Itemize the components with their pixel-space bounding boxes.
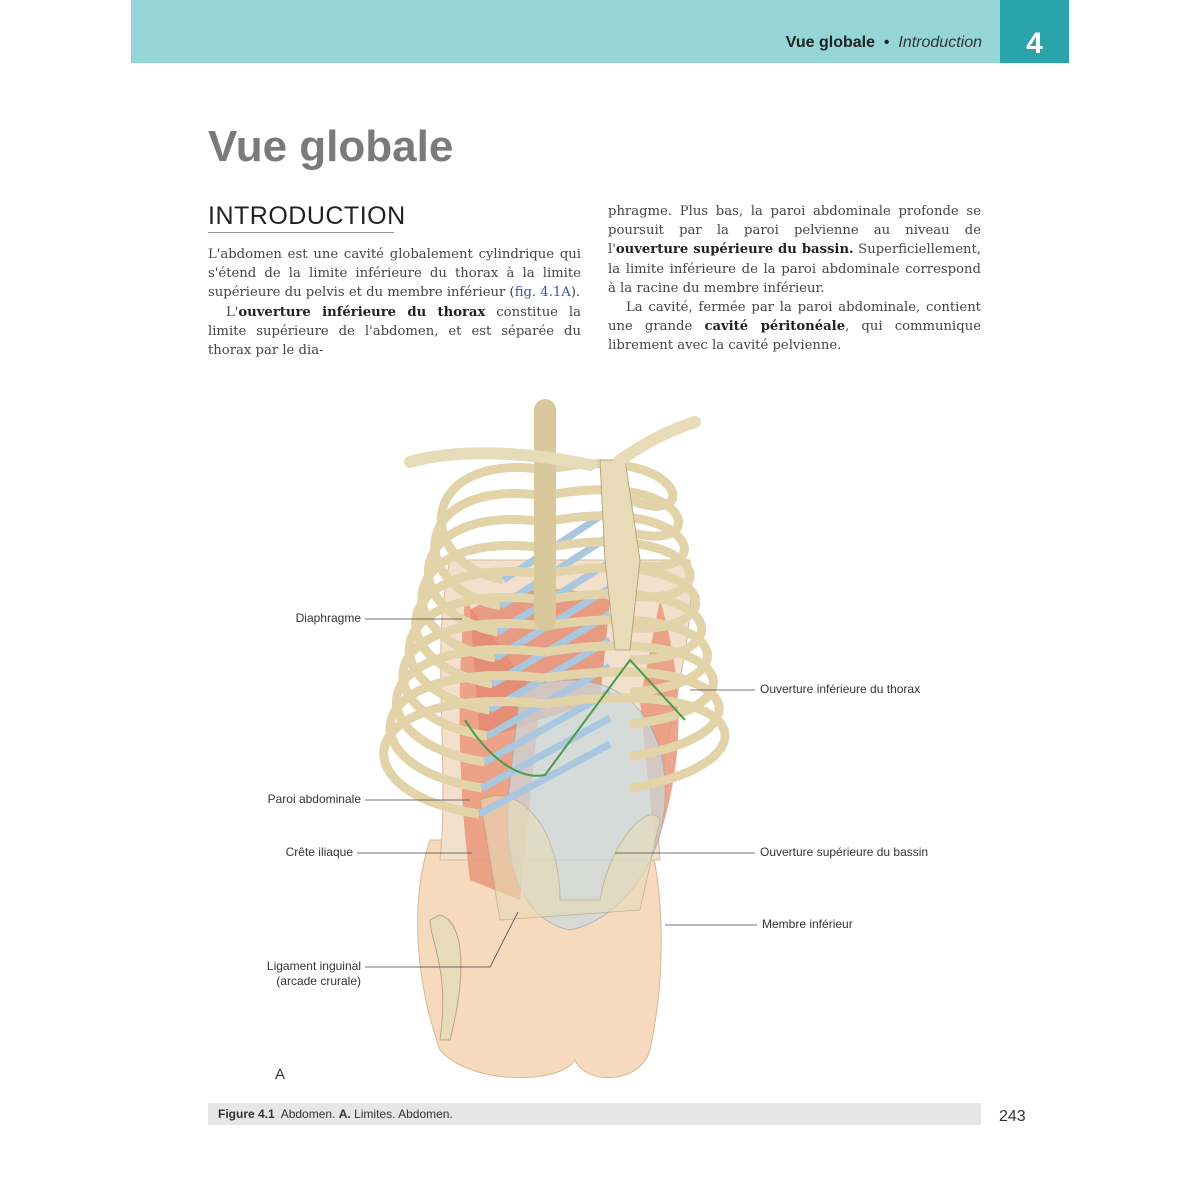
bold-term: cavité péritonéale xyxy=(704,319,846,335)
rib-left xyxy=(404,593,546,715)
panel-letter: A xyxy=(275,1066,286,1083)
bold-term: ouverture supérieure du bassin. xyxy=(615,242,854,258)
paragraph: phragme. Plus bas, la paroi abdominale p… xyxy=(608,202,981,298)
section-heading: INTRODUCTION xyxy=(208,202,405,233)
text: ). xyxy=(570,285,581,301)
clavicle-left xyxy=(404,447,596,471)
rib-right xyxy=(544,693,730,793)
label-ouverture-superieure-bassin: Ouverture supérieure du bassin xyxy=(760,845,929,859)
clavicle-right xyxy=(614,416,701,466)
rib-left xyxy=(411,567,546,689)
leader-lines xyxy=(357,618,757,968)
rib-left xyxy=(430,489,546,611)
rib-left xyxy=(392,645,546,767)
label-crete-iliaque: Crête iliaque xyxy=(285,845,353,859)
label-membre-inferieur: Membre inférieur xyxy=(762,917,853,931)
label-paroi-abdominale: Paroi abdominale xyxy=(267,792,361,806)
rib-right xyxy=(544,589,707,665)
text: Superficiellement, la limite inférieure … xyxy=(608,242,981,296)
figure-link[interactable]: fig. 4.1A xyxy=(514,285,571,301)
text: constitue la limite supérieure de l'abdo… xyxy=(208,304,581,359)
left-column: L'abdomen est une cavité globalement cyl… xyxy=(208,245,581,360)
bold-term: ouverture inférieure du thorax xyxy=(238,304,486,320)
text: phragme. Plus bas, la paroi abdominale p… xyxy=(608,204,981,258)
rib-left xyxy=(379,697,546,819)
header-separator: • xyxy=(883,34,890,51)
femur xyxy=(429,914,462,1041)
text: L' xyxy=(226,304,239,320)
text: La cavité, fermée par la paroi abdominal… xyxy=(608,300,981,335)
header-subsection: Introduction xyxy=(898,34,982,51)
rib-left xyxy=(417,541,546,663)
text: L'abdomen est une cavité globalement cyl… xyxy=(208,247,581,301)
rib-left xyxy=(436,463,546,585)
header-breadcrumb: Vue globale • Introduction xyxy=(786,34,982,52)
rib-left xyxy=(424,515,546,637)
costal-cartilage xyxy=(477,740,612,818)
rib-right xyxy=(544,485,684,541)
rib-left xyxy=(398,619,546,741)
page-title: Vue globale xyxy=(208,122,454,171)
chapter-number: 4 xyxy=(1000,0,1069,63)
caption-text: Abdomen. xyxy=(280,1107,336,1121)
paragraph: La cavité, fermée par la paroi abdominal… xyxy=(608,298,981,356)
pelvis xyxy=(479,795,661,921)
caption-rest: Limites. Abdomen. xyxy=(354,1107,453,1121)
caption-panel: A. xyxy=(338,1107,351,1121)
label-arcade-crurale: (arcade crurale) xyxy=(276,974,361,988)
caption-label: Figure 4.1 xyxy=(218,1107,275,1121)
rib-right xyxy=(544,667,724,761)
header-section: Vue globale xyxy=(785,34,875,51)
running-header: Vue globale • Introduction xyxy=(131,0,1000,63)
costal-cartilage xyxy=(480,714,612,792)
rib-left xyxy=(385,671,546,793)
text: , qui communique librement avec la cavit… xyxy=(608,319,982,354)
label-ouverture-inferieure-thorax: Ouverture inférieure du thorax xyxy=(760,682,921,696)
paragraph: L'abdomen est une cavité globalement cyl… xyxy=(208,245,581,303)
paragraph: L'ouverture inférieure du thorax constit… xyxy=(208,303,581,361)
page-number: 243 xyxy=(999,1108,1026,1125)
label-diaphragme: Diaphragme xyxy=(295,611,361,625)
figure-caption: Figure 4.1 Abdomen. A. Limites. Abdomen. xyxy=(208,1103,981,1125)
label-ligament-inguinal: Ligament inguinal xyxy=(266,959,361,973)
costal-margin xyxy=(464,658,686,777)
right-column: phragme. Plus bas, la paroi abdominale p… xyxy=(608,202,981,356)
rib-right xyxy=(544,511,689,571)
